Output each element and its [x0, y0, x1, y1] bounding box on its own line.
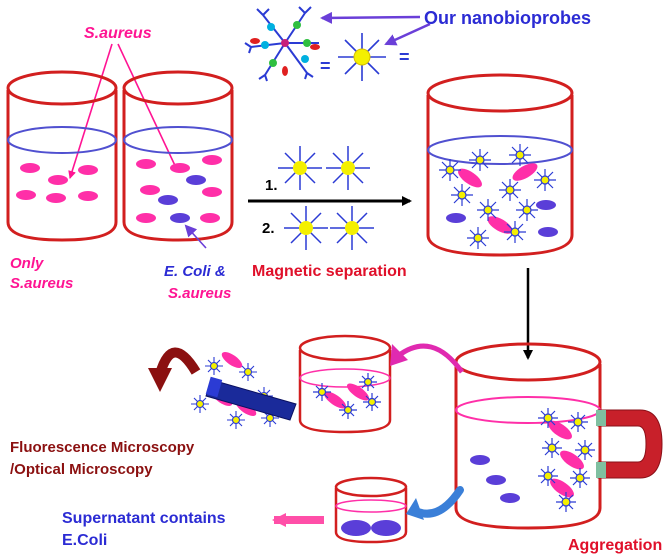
step-2-label: 2.: [262, 220, 275, 237]
beaker-aggregation: [454, 342, 602, 530]
beaker-supernatant: [334, 476, 408, 544]
step-1-label: 1.: [265, 177, 278, 194]
aggregation-label: Aggregation: [568, 537, 662, 554]
objective-lens-icon: [205, 376, 297, 421]
equals-2: =: [399, 47, 410, 67]
fluorescence-line1: Fluorescence Microscopy: [10, 439, 195, 456]
equals-1: =: [320, 56, 331, 76]
beaker-only-s-aureus: [6, 70, 118, 242]
beaker-separated: [298, 334, 392, 434]
nanobioprobe-legend: = = Our nanobioprobes: [244, 6, 591, 82]
beaker-e-coli-and-s-aureus: [122, 70, 234, 249]
curved-arrow-to-supernatant: [414, 486, 464, 518]
supernatant-line2: E.Coli: [62, 532, 107, 549]
curved-arrow-to-separated: [396, 343, 465, 374]
nanobioprobes-label: Our nanobioprobes: [424, 8, 591, 28]
microscopy-slide: [191, 351, 297, 429]
rotate-arrow-icon: [148, 347, 201, 392]
beaker-bound-probes: [426, 73, 574, 257]
nanobioprobe-simple-icon: [338, 33, 386, 81]
s-aureus-top-label: S.aureus: [84, 25, 152, 42]
e-coli-s-aureus-label: S.aureus: [168, 285, 231, 302]
fluorescence-line2: /Optical Microscopy: [10, 461, 153, 478]
nanoprobe-mix: [278, 146, 374, 250]
only-s-aureus-label: S.aureus: [10, 275, 73, 292]
magnet-icon: [596, 409, 663, 479]
nanobioprobe-detailed-icon: [244, 6, 320, 82]
only-label: Only: [10, 255, 44, 272]
e-coli-and-label: E. Coli &: [164, 263, 226, 280]
supernatant-line1: Supernatant contains: [62, 510, 226, 527]
magnetic-separation-label: Magnetic separation: [252, 263, 407, 280]
